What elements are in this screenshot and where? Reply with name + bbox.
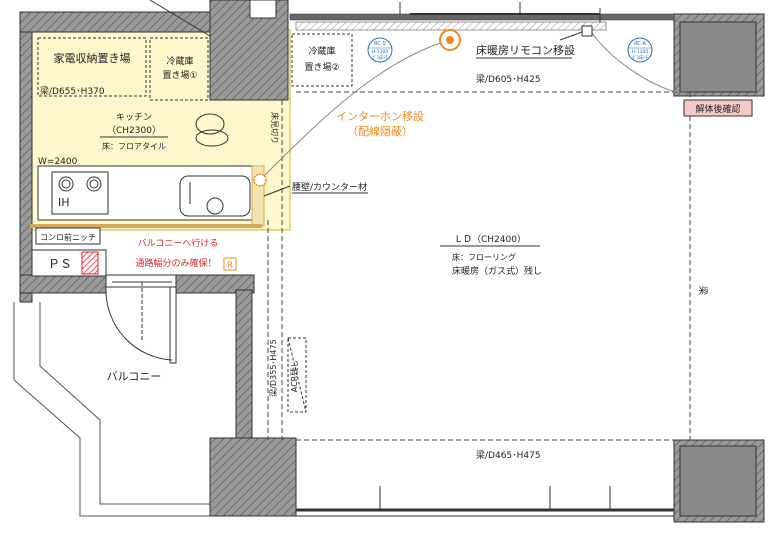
ih-label: IH xyxy=(58,196,70,209)
acr-box xyxy=(287,337,307,413)
intercom-label-1: インターホン移設 xyxy=(336,109,424,123)
ld-outline xyxy=(267,91,691,441)
ld-heating: 床暖房（ガス式）残し xyxy=(452,265,542,277)
fridge-2-label-2: 置き場② xyxy=(304,61,339,73)
kitchen-title: キッチン xyxy=(116,112,152,123)
ld-title: ＬＤ（CH2400） xyxy=(454,234,526,245)
sensor-2: RC-A H-1300 ｶﾞｽ床ﾘﾓ xyxy=(627,37,653,63)
balcony-door xyxy=(105,274,177,364)
top-window-marks xyxy=(399,2,601,22)
w-label: W=2400 xyxy=(38,157,78,167)
kitchen-floor: 床：フロアタイル xyxy=(102,141,166,151)
walls xyxy=(19,0,765,523)
dismantle-badge xyxy=(683,99,753,117)
waist-wall-label: 腰壁/カウンター材 xyxy=(292,181,367,193)
acr-label: ACR残し xyxy=(289,360,299,392)
beam-right-label: 梁 xyxy=(697,286,709,295)
floor-cut-label: 床見切り xyxy=(270,112,280,144)
dismantle-label: 解体後確認 xyxy=(695,103,740,115)
kitchen-ch: （CH2300） xyxy=(107,125,161,136)
bottom-window-marks xyxy=(295,486,611,510)
beam-bottom-label: 梁/D465･H475 xyxy=(476,449,541,461)
sensor-2-bottom: ｶﾞｽ床ﾘﾓ xyxy=(632,54,648,61)
stove-niche-label: コンロ前ニッチ xyxy=(40,232,96,242)
balcony-note-1: バルコニーへ行ける xyxy=(138,237,219,249)
fridge-1-label-2: 置き場① xyxy=(162,69,197,81)
balcony-label: バルコニー xyxy=(107,370,162,383)
intercom-route xyxy=(259,39,451,181)
sensor-1-bottom: ｶﾞｽ床ﾘﾓ xyxy=(372,54,388,61)
fridge-1-label-1: 冷蔵庫 xyxy=(166,55,193,67)
ps-label: ＰＳ xyxy=(48,257,72,271)
r-mark: R xyxy=(227,261,233,271)
stove-niche-box xyxy=(35,227,101,245)
remote-route xyxy=(589,29,677,93)
balcony-note-2: 通路幅分のみ確保！ xyxy=(135,257,216,269)
balcony-outline xyxy=(39,302,210,505)
appliance-area xyxy=(37,37,147,97)
beam-top-label: 梁/D605･H425 xyxy=(476,73,541,85)
appliance-label: 家電収納置き場 xyxy=(54,51,131,65)
fridge-2-label-1: 冷蔵庫 xyxy=(308,45,335,57)
beam-top-left-label: 梁/D655･H370 xyxy=(40,85,105,97)
sensor-1: RC-S H-1300 ｶﾞｽ床ﾘﾓ xyxy=(367,37,393,63)
intercom-label-2: （配線隠蔽） xyxy=(347,124,413,138)
sink xyxy=(179,175,251,217)
r-mark-box xyxy=(223,257,237,271)
beam-left-vertical: 梁/D355･H475 xyxy=(269,339,278,396)
sensor-1-top: RC-S xyxy=(374,41,386,47)
ld-floor: 床：フローリング xyxy=(452,252,516,262)
sensor-2-top: RC-A xyxy=(634,41,646,47)
heater-remote-label: 床暖房リモコン移設 xyxy=(476,43,575,57)
fridge-area-2 xyxy=(291,33,353,87)
sensor-1-mid: H-1300 xyxy=(372,49,389,55)
sensor-2-mid: H-1300 xyxy=(632,49,649,55)
